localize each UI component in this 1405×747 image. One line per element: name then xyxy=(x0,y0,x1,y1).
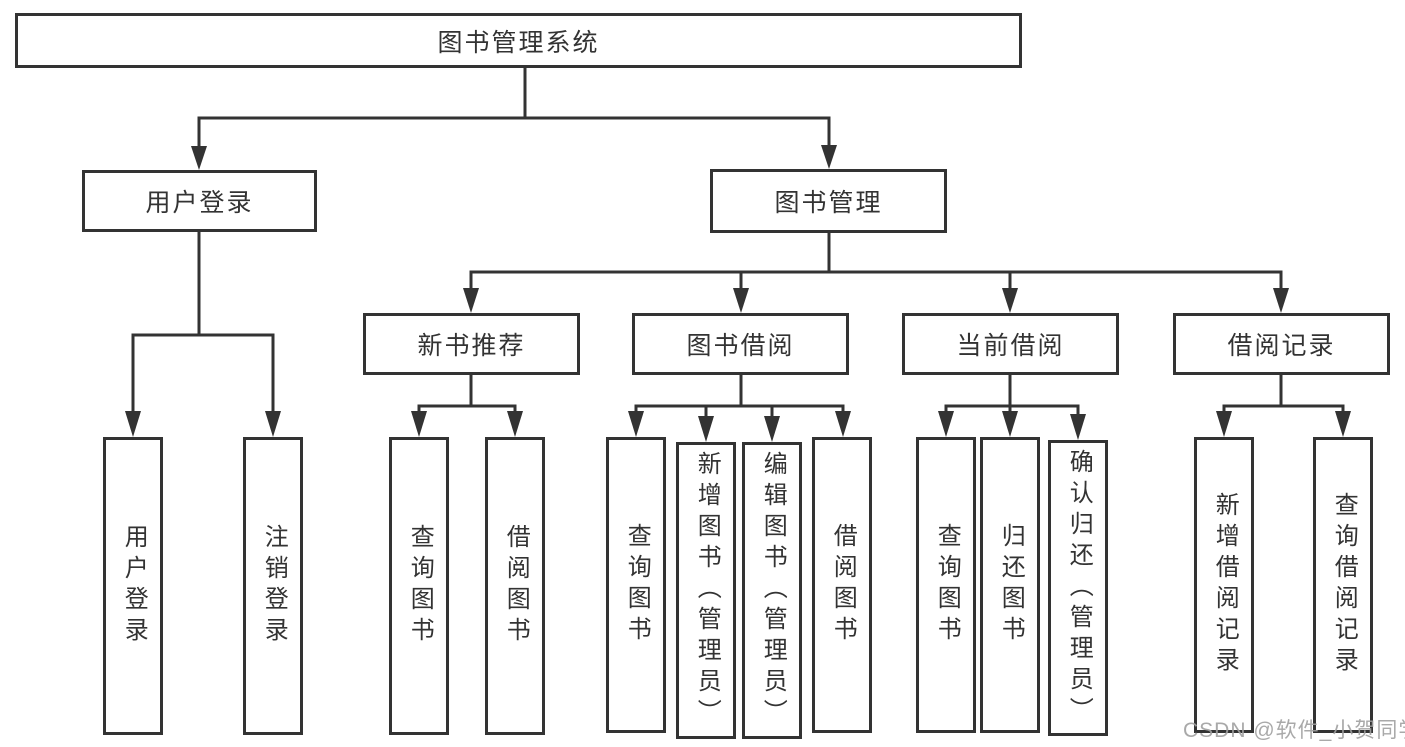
arrowhead-leaf-cb-query xyxy=(938,411,954,437)
arrowhead-current-borrow xyxy=(1002,288,1018,313)
node-label: 查询图书 xyxy=(623,523,651,647)
leaf-edit-books-admin: 编辑图书（管理员） xyxy=(742,442,802,739)
leaf-logout: 注销登录 xyxy=(243,437,303,735)
arrowhead-leaf-br-query xyxy=(1335,411,1351,437)
arrowhead-leaf-bb-add xyxy=(698,416,714,442)
node-label: 借阅图书 xyxy=(502,524,530,648)
node-label: 查询图书 xyxy=(406,524,434,648)
watermark-text: CSDN @软件_小贺同学 xyxy=(1183,719,1405,742)
arrowhead-leaf-bb-edit xyxy=(764,416,780,442)
leaf-confirm-return-admin: 确认归还（管理员） xyxy=(1048,440,1108,736)
node-label: 图书管理 xyxy=(774,189,883,217)
arrowhead-leaf-br-add xyxy=(1216,411,1232,437)
node-label: 图书管理系统 xyxy=(437,28,600,57)
node-book-management-system: 图书管理系统 xyxy=(15,13,1022,68)
leaf-add-books-admin: 新增图书（管理员） xyxy=(676,442,736,739)
leaf-return-books: 归还图书 xyxy=(980,437,1040,733)
leaf-query-books-borrow: 查询图书 xyxy=(606,437,666,733)
arrowhead-leaf-cb-return xyxy=(1002,411,1018,437)
node-current-borrow: 当前借阅 xyxy=(902,313,1119,375)
node-label: 查询图书 xyxy=(933,523,961,647)
node-new-book-recommend: 新书推荐 xyxy=(363,313,580,375)
node-label: 新增图书（管理员） xyxy=(693,451,721,730)
node-label: 当前借阅 xyxy=(956,332,1065,360)
arrowhead-leaf-bb-borrow xyxy=(835,411,851,437)
node-label: 确认归还（管理员） xyxy=(1065,448,1093,728)
arrowhead-user-login xyxy=(191,146,207,170)
node-label: 借阅记录 xyxy=(1227,332,1336,360)
arrowhead-book-management xyxy=(821,145,837,169)
node-user-login: 用户登录 xyxy=(82,170,317,232)
leaf-add-borrow-record: 新增借阅记录 xyxy=(1194,437,1254,733)
node-label: 新书推荐 xyxy=(417,332,526,360)
arrowhead-borrow-records xyxy=(1273,288,1289,313)
leaf-borrow-books: 借阅图书 xyxy=(812,437,872,733)
node-label: 查询借阅记录 xyxy=(1330,492,1358,678)
arrowhead-leaf-nb-query xyxy=(411,411,427,437)
node-label: 编辑图书（管理员） xyxy=(759,451,787,730)
node-label: 用户登录 xyxy=(120,524,148,648)
arrowhead-leaf-logout xyxy=(265,411,281,437)
node-book-management: 图书管理 xyxy=(710,169,947,233)
node-book-borrow: 图书借阅 xyxy=(632,313,849,375)
arrowhead-leaf-nb-borrow xyxy=(507,411,523,437)
node-label: 借阅图书 xyxy=(829,523,857,647)
arrowhead-book-borrow xyxy=(733,288,749,313)
node-label: 用户登录 xyxy=(145,189,254,217)
node-label: 归还图书 xyxy=(997,523,1025,647)
node-borrow-records: 借阅记录 xyxy=(1173,313,1390,375)
node-label: 注销登录 xyxy=(260,524,288,648)
node-label: 新增借阅记录 xyxy=(1211,492,1239,678)
leaf-user-login: 用户登录 xyxy=(103,437,163,735)
leaf-query-books-current: 查询图书 xyxy=(916,437,976,733)
node-label: 图书借阅 xyxy=(686,332,795,360)
leaf-query-books-recommend: 查询图书 xyxy=(389,437,449,735)
leaf-borrow-books-recommend: 借阅图书 xyxy=(485,437,545,735)
arrowhead-leaf-user-login xyxy=(125,411,141,437)
arrowhead-leaf-cb-confirm xyxy=(1070,414,1086,440)
arrowhead-new-book-recommend xyxy=(463,288,479,313)
arrowhead-leaf-bb-query xyxy=(628,411,644,437)
leaf-query-borrow-record: 查询借阅记录 xyxy=(1313,437,1373,733)
